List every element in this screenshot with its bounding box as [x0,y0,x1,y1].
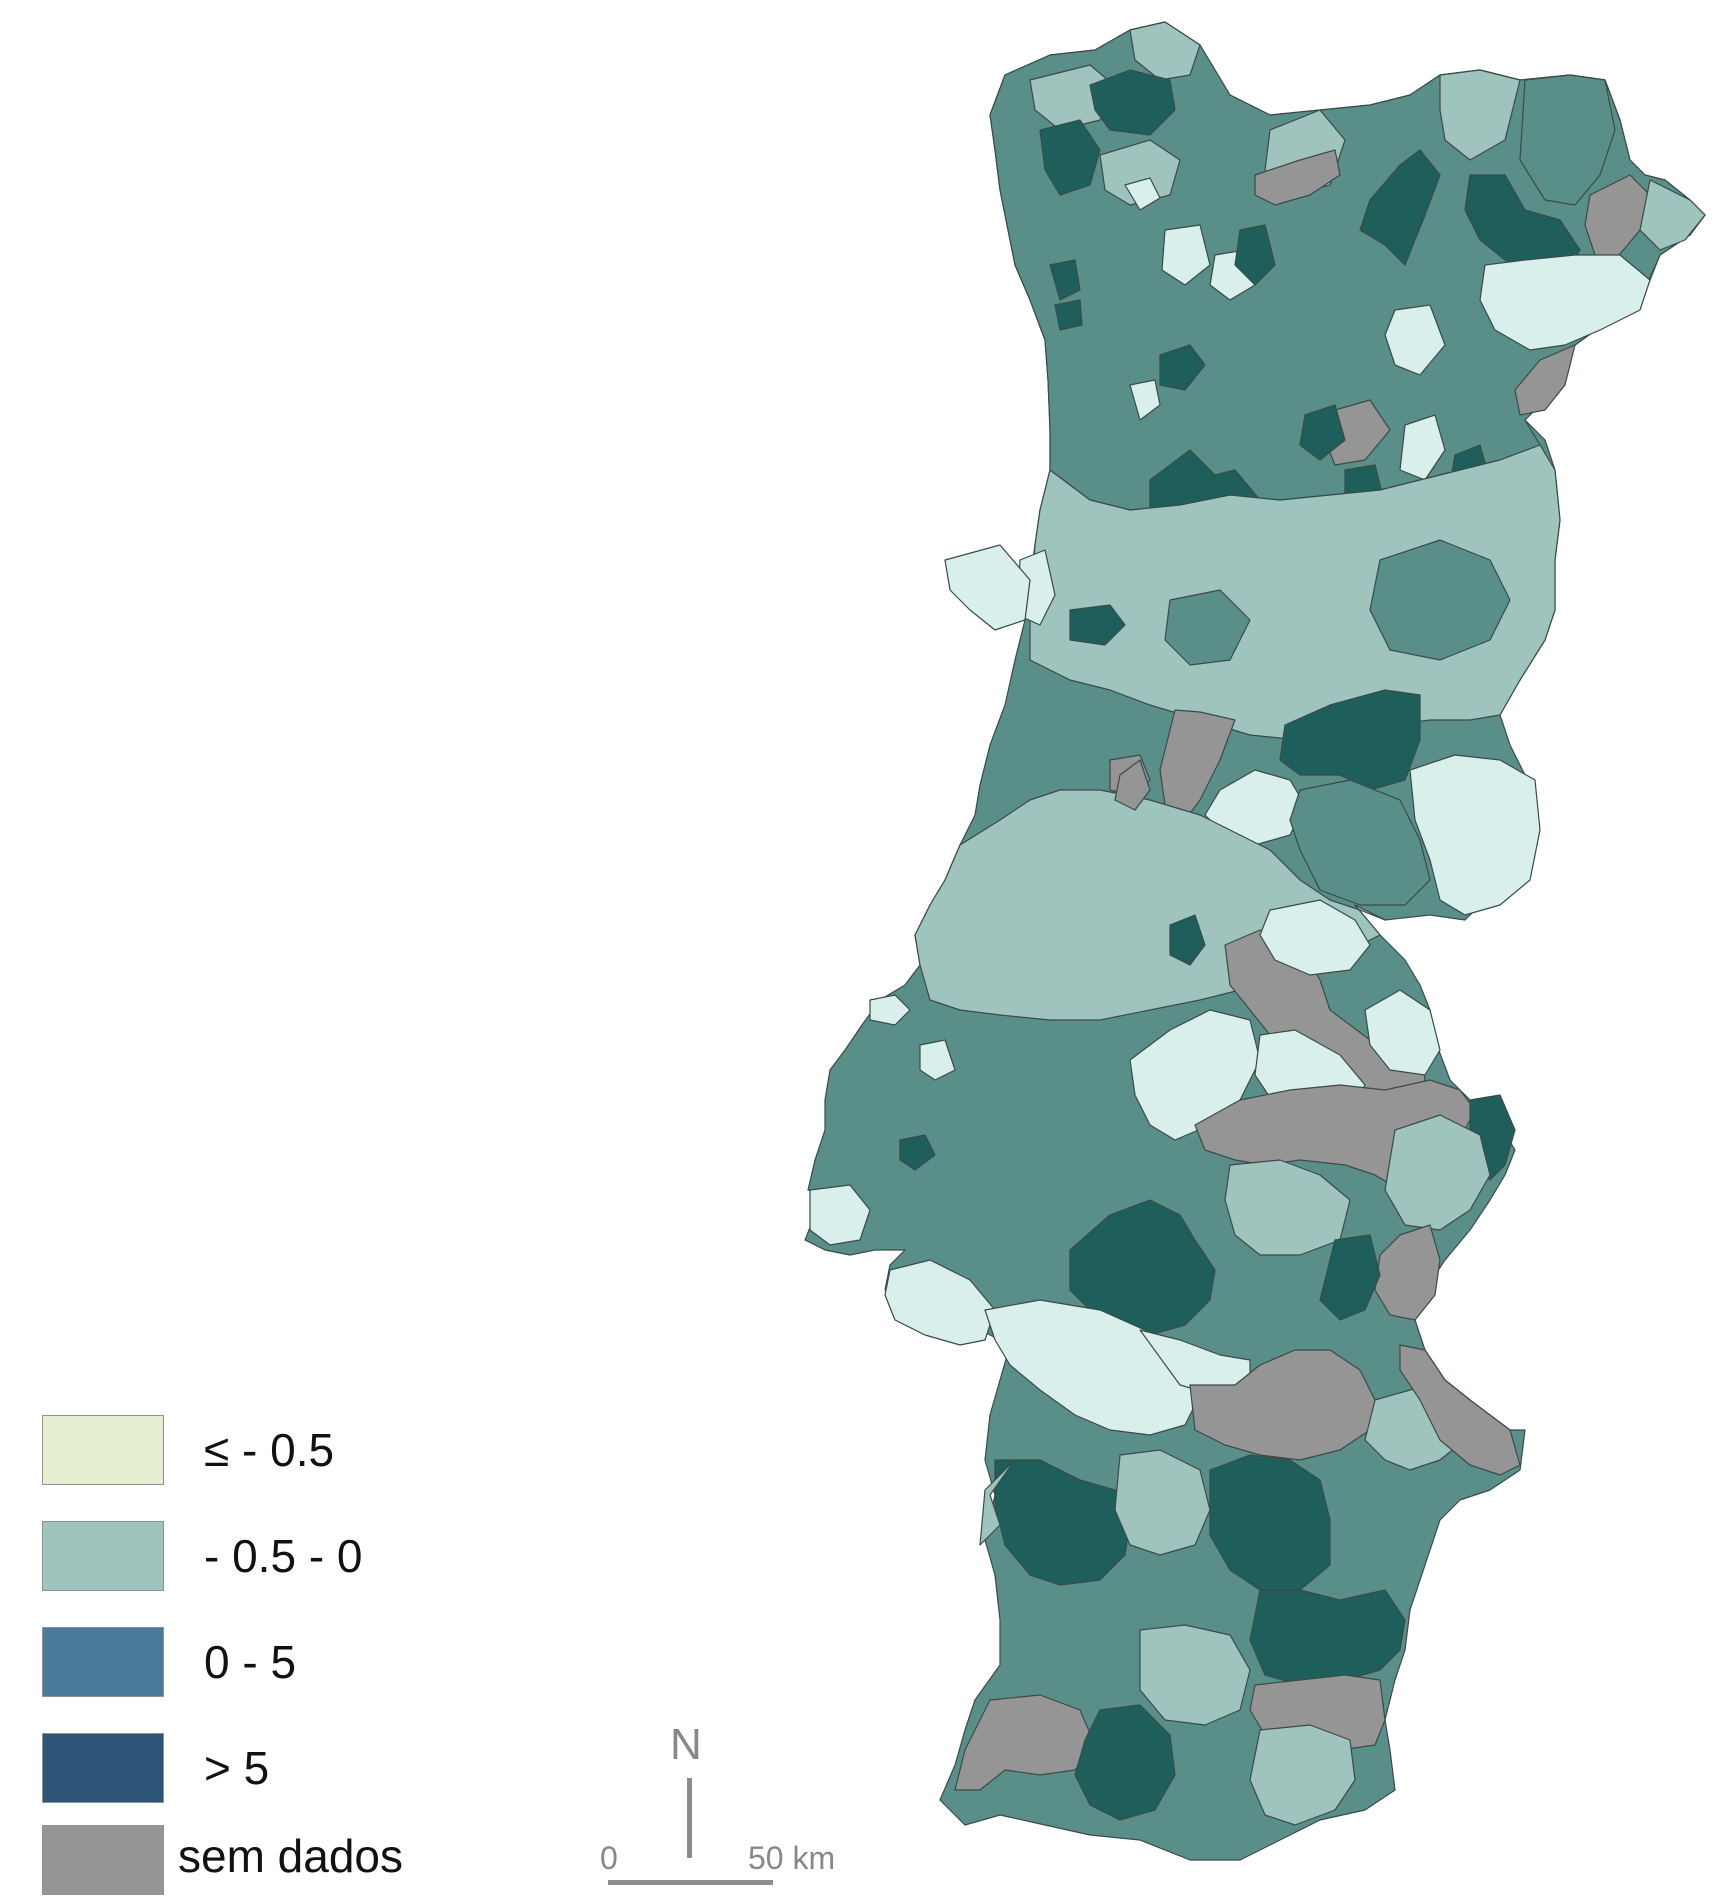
legend-item-high: > 5 [42,1733,502,1805]
legend-swatch [42,1627,164,1697]
region-dark [1159,344,1206,391]
region-very-light [1364,989,1441,1076]
scale-bar: N 0 50 km [598,1720,858,1890]
legend-swatch [42,1825,164,1895]
region-very-light [869,994,911,1026]
legend-swatch [42,1521,164,1591]
north-arrow-label: N [670,1720,702,1769]
region-dark [1209,1454,1331,1591]
region-dark [1054,299,1083,331]
region-very-light [884,1259,996,1346]
region-no-data [1399,1344,1521,1476]
legend-label: sem dados [178,1830,404,1882]
region-light [1384,1114,1491,1231]
region-dark [1039,119,1101,196]
region-dark [1074,1704,1176,1821]
region-dark [1069,604,1126,646]
scale-line [608,1880,773,1885]
legend-label: - 0.5 - 0 [204,1530,363,1582]
region-light [1249,1724,1356,1826]
region-dark [899,1134,936,1171]
legend-item-no-data: sem dados [42,1825,502,1897]
region-dark [1319,1234,1381,1321]
region-very-light [1399,414,1446,481]
region-very-light [1161,224,1211,286]
region-very-light [1259,899,1371,976]
region-dark [994,1459,1131,1586]
region-dark [1234,224,1276,286]
north-arrow-icon [687,1778,692,1858]
legend-label: ≤ - 0.5 [204,1424,335,1476]
legend-label: > 5 [204,1742,270,1794]
region-very-light [809,1184,871,1246]
region-no-data [1254,149,1341,206]
region-medium [1164,589,1251,666]
region-very-light [919,1039,956,1081]
region-no-data [1584,174,1651,261]
region-dark [1049,259,1081,301]
region-dark [1299,404,1346,461]
region-light [1114,1449,1211,1556]
region-very-light [1384,304,1446,376]
region-very-light [1129,379,1161,421]
legend-item-low: - 0.5 - 0 [42,1521,502,1593]
region-very-light [1409,754,1541,916]
region-light [1129,21,1201,81]
region-very-light [1124,177,1161,211]
region-dark [1359,149,1441,266]
region-dark [1249,1589,1406,1686]
region-very-light [1479,254,1651,351]
region-very-light [944,544,1031,631]
region-dark [1279,689,1421,791]
region-medium [1289,779,1431,906]
region-no-data [1514,344,1576,416]
legend-item-mid: 0 - 5 [42,1627,502,1699]
region-light [1099,139,1181,206]
region-light [1439,69,1521,161]
region-dark [1089,69,1176,136]
region-light [1639,179,1706,251]
region-no-data [1374,1224,1441,1321]
region-medium [1369,539,1511,661]
region-light [979,1459,1016,1546]
region-light [1224,1159,1351,1256]
region-center-light [1029,444,1561,741]
region-no-data [954,1694,1096,1791]
region-dark [1169,914,1206,966]
scale-distance-label: 50 km [748,1840,836,1876]
legend-item-lowest: ≤ - 0.5 [42,1415,502,1487]
region-no-data [1159,709,1236,821]
region-medium [1519,74,1616,206]
legend-label: 0 - 5 [204,1636,297,1688]
legend-swatch [42,1733,164,1803]
scale-zero-label: 0 [600,1840,618,1876]
region-no-data [1114,759,1151,811]
legend-swatch [42,1415,164,1485]
region-light [1139,1624,1251,1726]
